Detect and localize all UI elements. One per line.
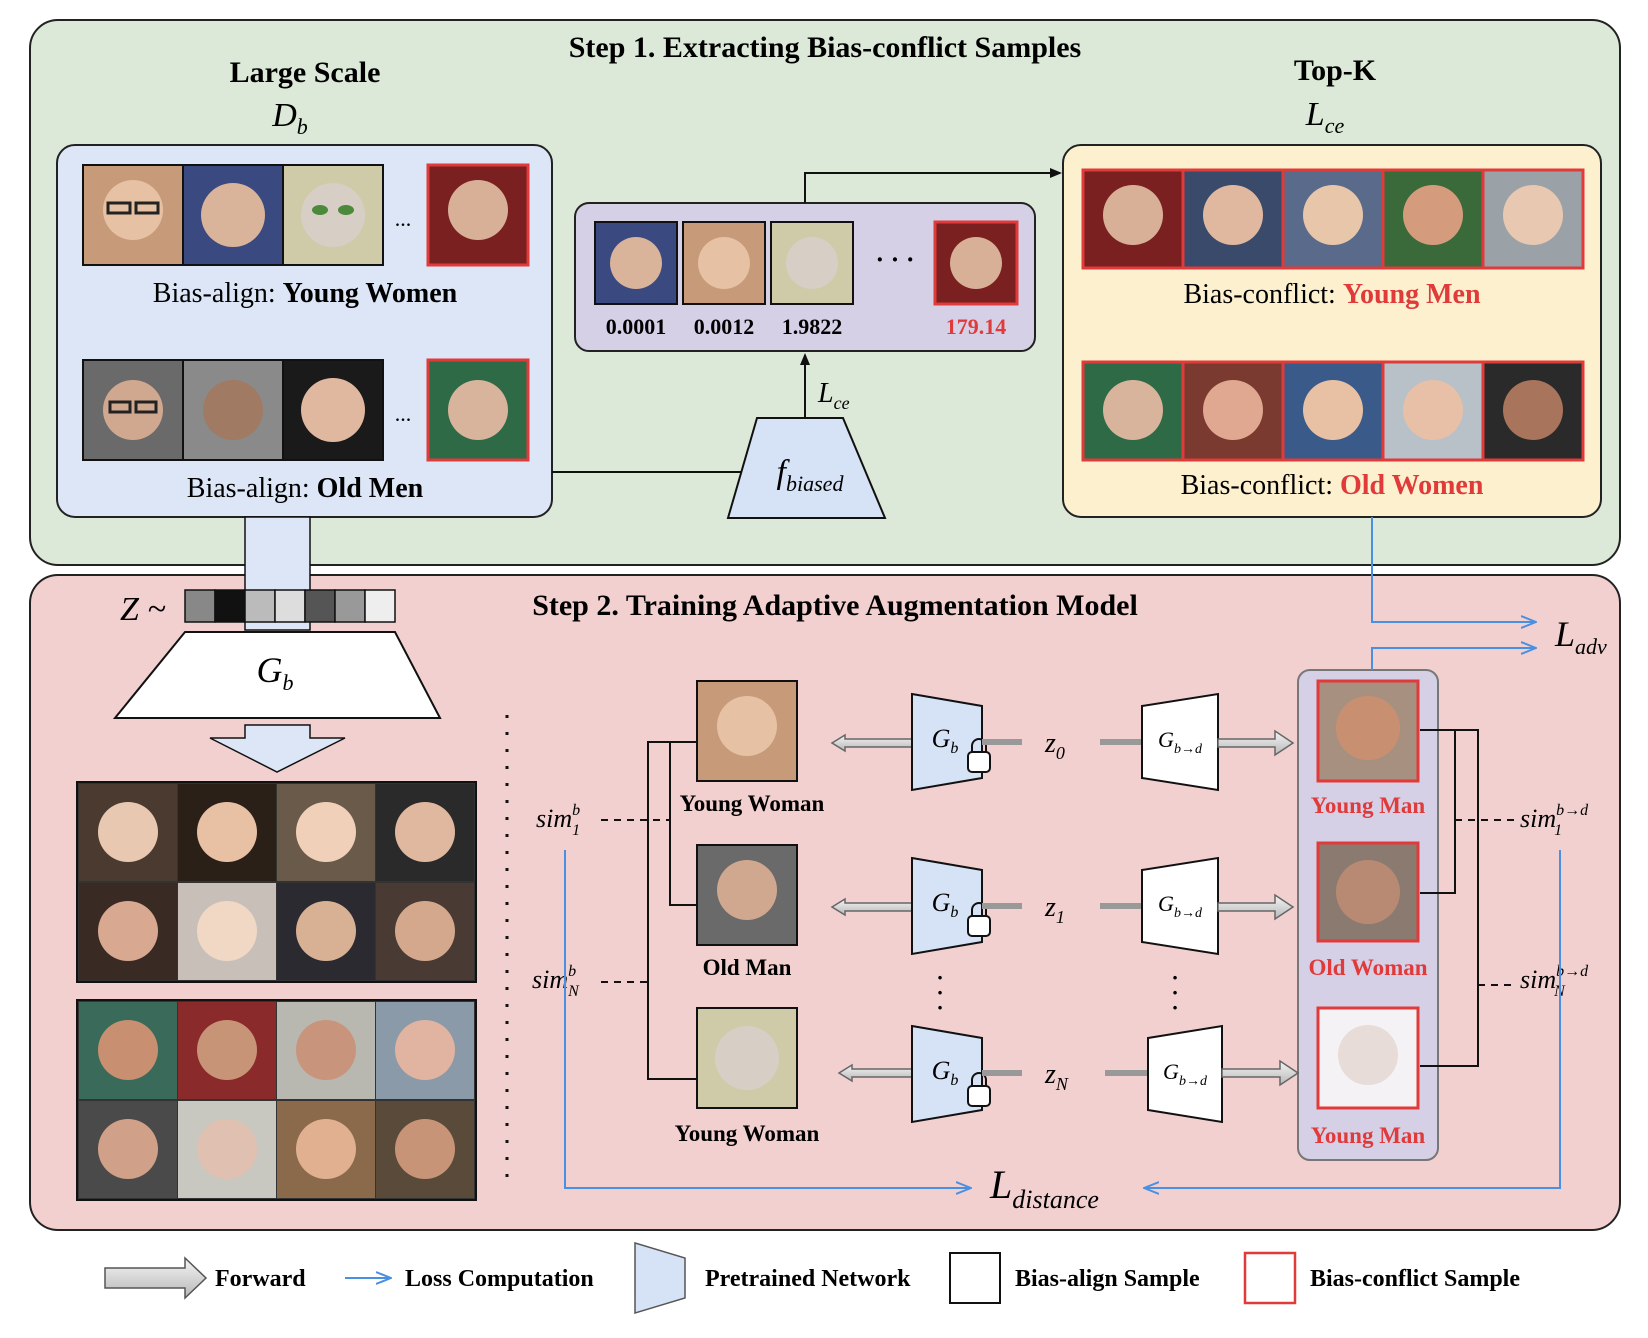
bias-conflict-young-men-label: Bias-conflict: Young Men bbox=[1183, 279, 1481, 310]
svg-text:·: · bbox=[936, 995, 943, 1020]
generated-young-women-grid bbox=[76, 781, 477, 983]
lock-icon bbox=[967, 902, 991, 937]
l-distance-label: Ldistance bbox=[989, 1162, 1099, 1214]
face-thumbnail bbox=[282, 164, 384, 266]
step1-panel: Step 1. Extracting Bias-conflict Samples… bbox=[29, 19, 1621, 566]
step2-title: Step 2. Training Adaptive Augmentation M… bbox=[532, 589, 1138, 622]
gb-generator: Gb bbox=[112, 631, 442, 719]
bias-align-swatch-icon bbox=[949, 1252, 1001, 1304]
old-women-conflict-faces bbox=[1081, 360, 1585, 462]
z-label-0: z0 bbox=[1044, 728, 1065, 763]
gb-encoder-frozen bbox=[911, 1024, 983, 1124]
score-dots: · · · bbox=[875, 245, 914, 274]
source-label-1: Old Man bbox=[703, 955, 792, 980]
ellipsis-row1: ... bbox=[395, 206, 412, 231]
target-label-0: Young Man bbox=[1311, 793, 1426, 818]
target-label-n: Young Man bbox=[1311, 1123, 1426, 1148]
svg-text:Gb: Gb bbox=[257, 650, 294, 695]
l-adv-label: Ladv bbox=[1554, 614, 1607, 659]
source-label-n: Young Woman bbox=[675, 1121, 820, 1146]
gbd-generator bbox=[1147, 1024, 1223, 1124]
ellipsis-row2: ... bbox=[395, 401, 412, 426]
score-2: 0.0012 bbox=[694, 314, 755, 339]
legend: Forward Loss Computation Pretrained Netw… bbox=[104, 1241, 1520, 1315]
svg-text:Gb: Gb bbox=[932, 888, 959, 921]
svg-text:·: · bbox=[936, 980, 943, 1005]
large-scale-label: Large Scale bbox=[230, 56, 381, 89]
svg-text:Gb: Gb bbox=[932, 1056, 959, 1089]
old-men-faces bbox=[82, 359, 384, 461]
forward-arrow-icon bbox=[104, 1256, 208, 1300]
bias-conflict-swatch-icon bbox=[1243, 1251, 1297, 1305]
score-4: 179.14 bbox=[946, 314, 1007, 339]
svg-text:·: · bbox=[1171, 995, 1178, 1020]
svg-text:Gb→d: Gb→d bbox=[1158, 727, 1203, 757]
gbd-generator bbox=[1141, 692, 1219, 792]
lock-icon bbox=[967, 738, 991, 773]
vdots-right: · bbox=[1171, 965, 1178, 990]
vdots-left: · bbox=[936, 965, 943, 990]
gb-encoder-frozen bbox=[911, 856, 983, 956]
topk-label: Top-K bbox=[1294, 54, 1377, 87]
legend-pretrained: Pretrained Network bbox=[705, 1266, 911, 1292]
pretrained-network-icon bbox=[634, 1241, 686, 1315]
bias-align-young-women-label: Bias-align: Young Women bbox=[153, 278, 458, 309]
z-label-1: z1 bbox=[1044, 892, 1065, 927]
legend-align: Bias-align Sample bbox=[1015, 1266, 1200, 1292]
f-biased-network: fbiased bbox=[726, 417, 887, 519]
target-label-1: Old Woman bbox=[1308, 955, 1427, 980]
noise-vector bbox=[184, 589, 396, 623]
step1-title: Step 1. Extracting Bias-conflict Samples bbox=[569, 31, 1081, 64]
augmentation-row-n: Young Woman Gb zN Gb→d Young Man bbox=[675, 1006, 1426, 1148]
svg-text:Gb→d: Gb→d bbox=[1163, 1059, 1208, 1089]
gbd-generator bbox=[1141, 856, 1219, 956]
legend-conflict: Bias-conflict Sample bbox=[1310, 1266, 1520, 1292]
svg-text:Gb: Gb bbox=[932, 724, 959, 757]
augmentation-row-0: Young Woman Gb z0 Gb→d Young Man bbox=[680, 679, 1426, 818]
gb-encoder-frozen bbox=[911, 692, 983, 792]
svg-text:Gb→d: Gb→d bbox=[1158, 891, 1203, 921]
bias-align-old-men-label: Bias-align: Old Men bbox=[187, 473, 424, 504]
legend-loss: Loss Computation bbox=[405, 1266, 594, 1292]
score-3: 1.9822 bbox=[782, 314, 843, 339]
score-1: 0.0001 bbox=[606, 314, 667, 339]
z-label-n: zN bbox=[1044, 1059, 1069, 1094]
augmentation-row-1: Old Man Gb z1 Gb→d Old Woman bbox=[696, 841, 1428, 980]
bias-conflict-old-women-label: Bias-conflict: Old Women bbox=[1181, 470, 1484, 501]
legend-forward: Forward bbox=[215, 1266, 306, 1292]
scored-faces bbox=[594, 220, 1019, 306]
step2-panel: Step 2. Training Adaptive Augmentation M… bbox=[29, 516, 1621, 1231]
lock-icon bbox=[967, 1072, 991, 1107]
young-women-faces bbox=[82, 164, 384, 266]
svg-text:·: · bbox=[1171, 980, 1178, 1005]
topk-loss-label: Lce bbox=[1305, 96, 1345, 138]
z-noise-label: Z ~ bbox=[120, 591, 166, 628]
db-label: Db bbox=[271, 97, 308, 139]
lce-label-arrow: Lce bbox=[817, 378, 850, 413]
young-men-conflict-faces bbox=[1081, 168, 1585, 270]
source-label-0: Young Woman bbox=[680, 791, 825, 816]
generated-old-men-grid bbox=[76, 999, 477, 1201]
